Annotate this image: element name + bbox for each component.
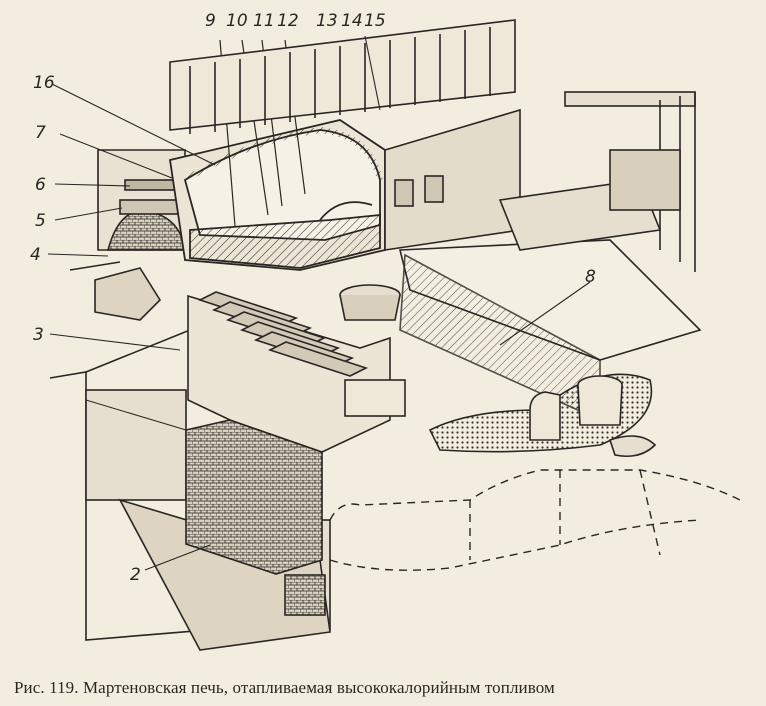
label-7: 7 xyxy=(35,123,46,143)
label-12: 12 xyxy=(277,11,299,31)
open-hearth-furnace-drawing: 16 7 6 5 4 3 2 9 10 11 12 13 14 15 8 xyxy=(30,11,741,651)
figure-caption: Рис. 119. Мартеновская печь, отапливаема… xyxy=(14,678,555,697)
callout-labels: 16 7 6 5 4 3 2 9 10 11 12 13 14 15 8 xyxy=(30,11,596,585)
slag-pocket xyxy=(187,291,406,453)
roof-framework xyxy=(169,19,521,251)
label-6: 6 xyxy=(35,175,46,195)
label-8: 16 xyxy=(33,73,55,93)
label-10: 10 xyxy=(226,11,248,31)
ladle-pit xyxy=(339,284,657,458)
uptake-and-burner xyxy=(69,149,186,321)
leader-lines xyxy=(47,35,591,571)
label-4: 4 xyxy=(30,245,41,265)
melting-chamber xyxy=(168,39,386,271)
label-3: 3 xyxy=(33,325,44,345)
label-5: 5 xyxy=(35,211,46,231)
label-13: 13 xyxy=(316,11,338,31)
label-2: 2 xyxy=(130,565,141,585)
underground-channels-dashed xyxy=(329,469,741,571)
label-9: 9 xyxy=(205,11,216,31)
label-15: 15 xyxy=(364,11,386,31)
label-11: 11 xyxy=(253,11,275,31)
label-16: 8 xyxy=(585,267,596,287)
charging-platform xyxy=(398,91,702,422)
label-14: 14 xyxy=(341,11,363,31)
